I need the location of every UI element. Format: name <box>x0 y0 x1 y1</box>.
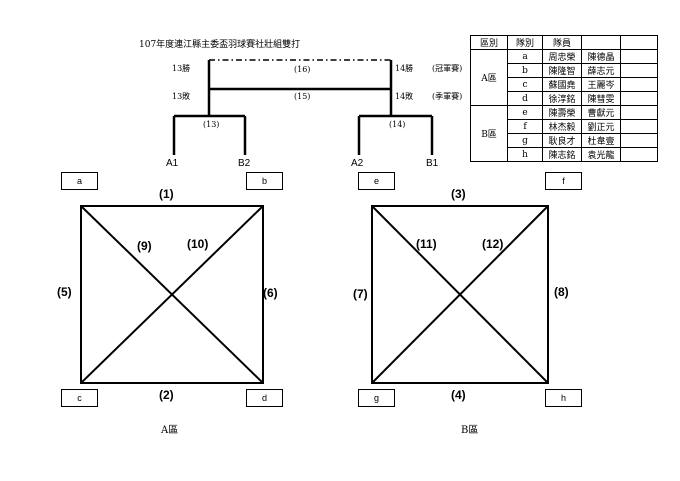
header-team: 隊別 <box>507 35 543 50</box>
player-cell: 陳隆智 <box>542 63 582 78</box>
team-box-d: d <box>246 389 283 407</box>
match-10-label: (10) <box>187 237 209 251</box>
seed-a2: A2 <box>351 158 364 169</box>
player-cell: 王麗岑 <box>581 77 621 92</box>
match-2-label: (2) <box>159 388 174 402</box>
player-cell: 袁光龍 <box>581 147 621 162</box>
table-row: g 耿良才 杜韋壹 <box>471 133 658 148</box>
group-a-diagonal-2 <box>80 205 264 384</box>
roster-table: 區別 隊別 隊員 A區 a 周忠榮 陳德晶 b 陳隆智 薛志元 c 蘇國堯 王麗… <box>470 35 658 162</box>
group-a-square <box>80 205 264 384</box>
player-cell: 劉正元 <box>581 119 621 134</box>
group-b-diagonal-2 <box>371 205 549 384</box>
zone-a-cell: A區 <box>470 49 508 106</box>
team-box-a: a <box>61 172 98 190</box>
match-15-label: (15) <box>294 92 311 101</box>
match-6-label: (6) <box>263 286 278 300</box>
team-box-g: g <box>358 389 395 407</box>
empty-cell <box>620 119 658 134</box>
empty-cell <box>620 105 658 120</box>
right-win-label: 14勝 <box>395 64 414 73</box>
player-cell: 薛志元 <box>581 63 621 78</box>
right-lose-label: 14敗 <box>395 92 414 101</box>
match-5-label: (5) <box>57 285 72 299</box>
header-blank-1 <box>581 35 621 50</box>
empty-cell <box>620 49 658 64</box>
table-row: B區 e 陳壽榮 曹獻元 <box>470 105 658 162</box>
header-zone: 區別 <box>470 35 508 50</box>
match-9-label: (9) <box>137 239 152 253</box>
left-win-label: 13勝 <box>172 64 191 73</box>
team-box-c: c <box>61 389 98 407</box>
match-3-label: (3) <box>451 187 466 201</box>
player-cell: 曹獻元 <box>581 105 621 120</box>
match-8-label: (8) <box>554 285 569 299</box>
team-cell: b <box>507 63 543 78</box>
group-b-label: B區 <box>461 425 479 436</box>
table-row: f 林杰毅 劉正元 <box>471 119 658 134</box>
team-box-f: f <box>545 172 582 190</box>
seed-b2: B2 <box>238 158 251 169</box>
match-12-label: (12) <box>482 237 504 251</box>
match-7-label: (7) <box>353 287 368 301</box>
player-cell: 周忠榮 <box>542 49 582 64</box>
team-box-e: e <box>358 172 395 190</box>
team-cell: e <box>507 105 543 120</box>
team-cell: g <box>507 133 543 148</box>
team-cell: h <box>507 147 543 162</box>
left-lose-label: 13敗 <box>172 92 191 101</box>
player-cell: 陳德晶 <box>581 49 621 64</box>
empty-cell <box>620 147 658 162</box>
player-cell: 杜韋壹 <box>581 133 621 148</box>
team-box-h: h <box>545 389 582 407</box>
player-cell: 耿良才 <box>542 133 582 148</box>
match-1-label: (1) <box>159 187 174 201</box>
player-cell: 陳彗雯 <box>581 91 621 106</box>
zone-b-cell: B區 <box>470 105 508 162</box>
table-row: A區 a 周忠榮 陳德晶 <box>470 49 658 106</box>
seed-b1: B1 <box>426 158 439 169</box>
team-cell: d <box>507 91 543 106</box>
empty-cell <box>620 63 658 78</box>
match-11-label: (11) <box>416 237 437 251</box>
player-cell: 蘇國堯 <box>542 77 582 92</box>
group-b-square <box>371 205 549 384</box>
empty-cell <box>620 77 658 92</box>
player-cell: 陳壽榮 <box>542 105 582 120</box>
match-14-label: (14) <box>389 120 406 129</box>
table-row: h 陳志銘 袁光龍 <box>471 147 658 162</box>
third-place-label: (季軍賽) <box>432 92 463 101</box>
champion-label: (冠軍賽) <box>432 64 463 73</box>
team-box-b: b <box>246 172 283 190</box>
match-13-label: (13) <box>203 120 220 129</box>
team-cell: f <box>507 119 543 134</box>
table-row: c 蘇國堯 王麗岑 <box>471 77 658 92</box>
table-row: d 徐淳銘 陳彗雯 <box>471 91 658 106</box>
empty-cell <box>620 133 658 148</box>
player-cell: 徐淳銘 <box>542 91 582 106</box>
match-16-label: (16) <box>294 65 311 74</box>
empty-cell <box>620 91 658 106</box>
header-players: 隊員 <box>542 35 582 50</box>
group-a-label: A區 <box>161 425 179 436</box>
page-title: 107年度連江縣主委盃羽球賽社壯組雙打 <box>139 40 301 50</box>
team-cell: c <box>507 77 543 92</box>
match-4-label: (4) <box>451 388 466 402</box>
player-cell: 林杰毅 <box>542 119 582 134</box>
roster-header-row: 區別 隊別 隊員 <box>470 35 658 50</box>
seed-a1: A1 <box>166 158 179 169</box>
header-blank-2 <box>620 35 658 50</box>
player-cell: 陳志銘 <box>542 147 582 162</box>
team-cell: a <box>507 49 543 64</box>
